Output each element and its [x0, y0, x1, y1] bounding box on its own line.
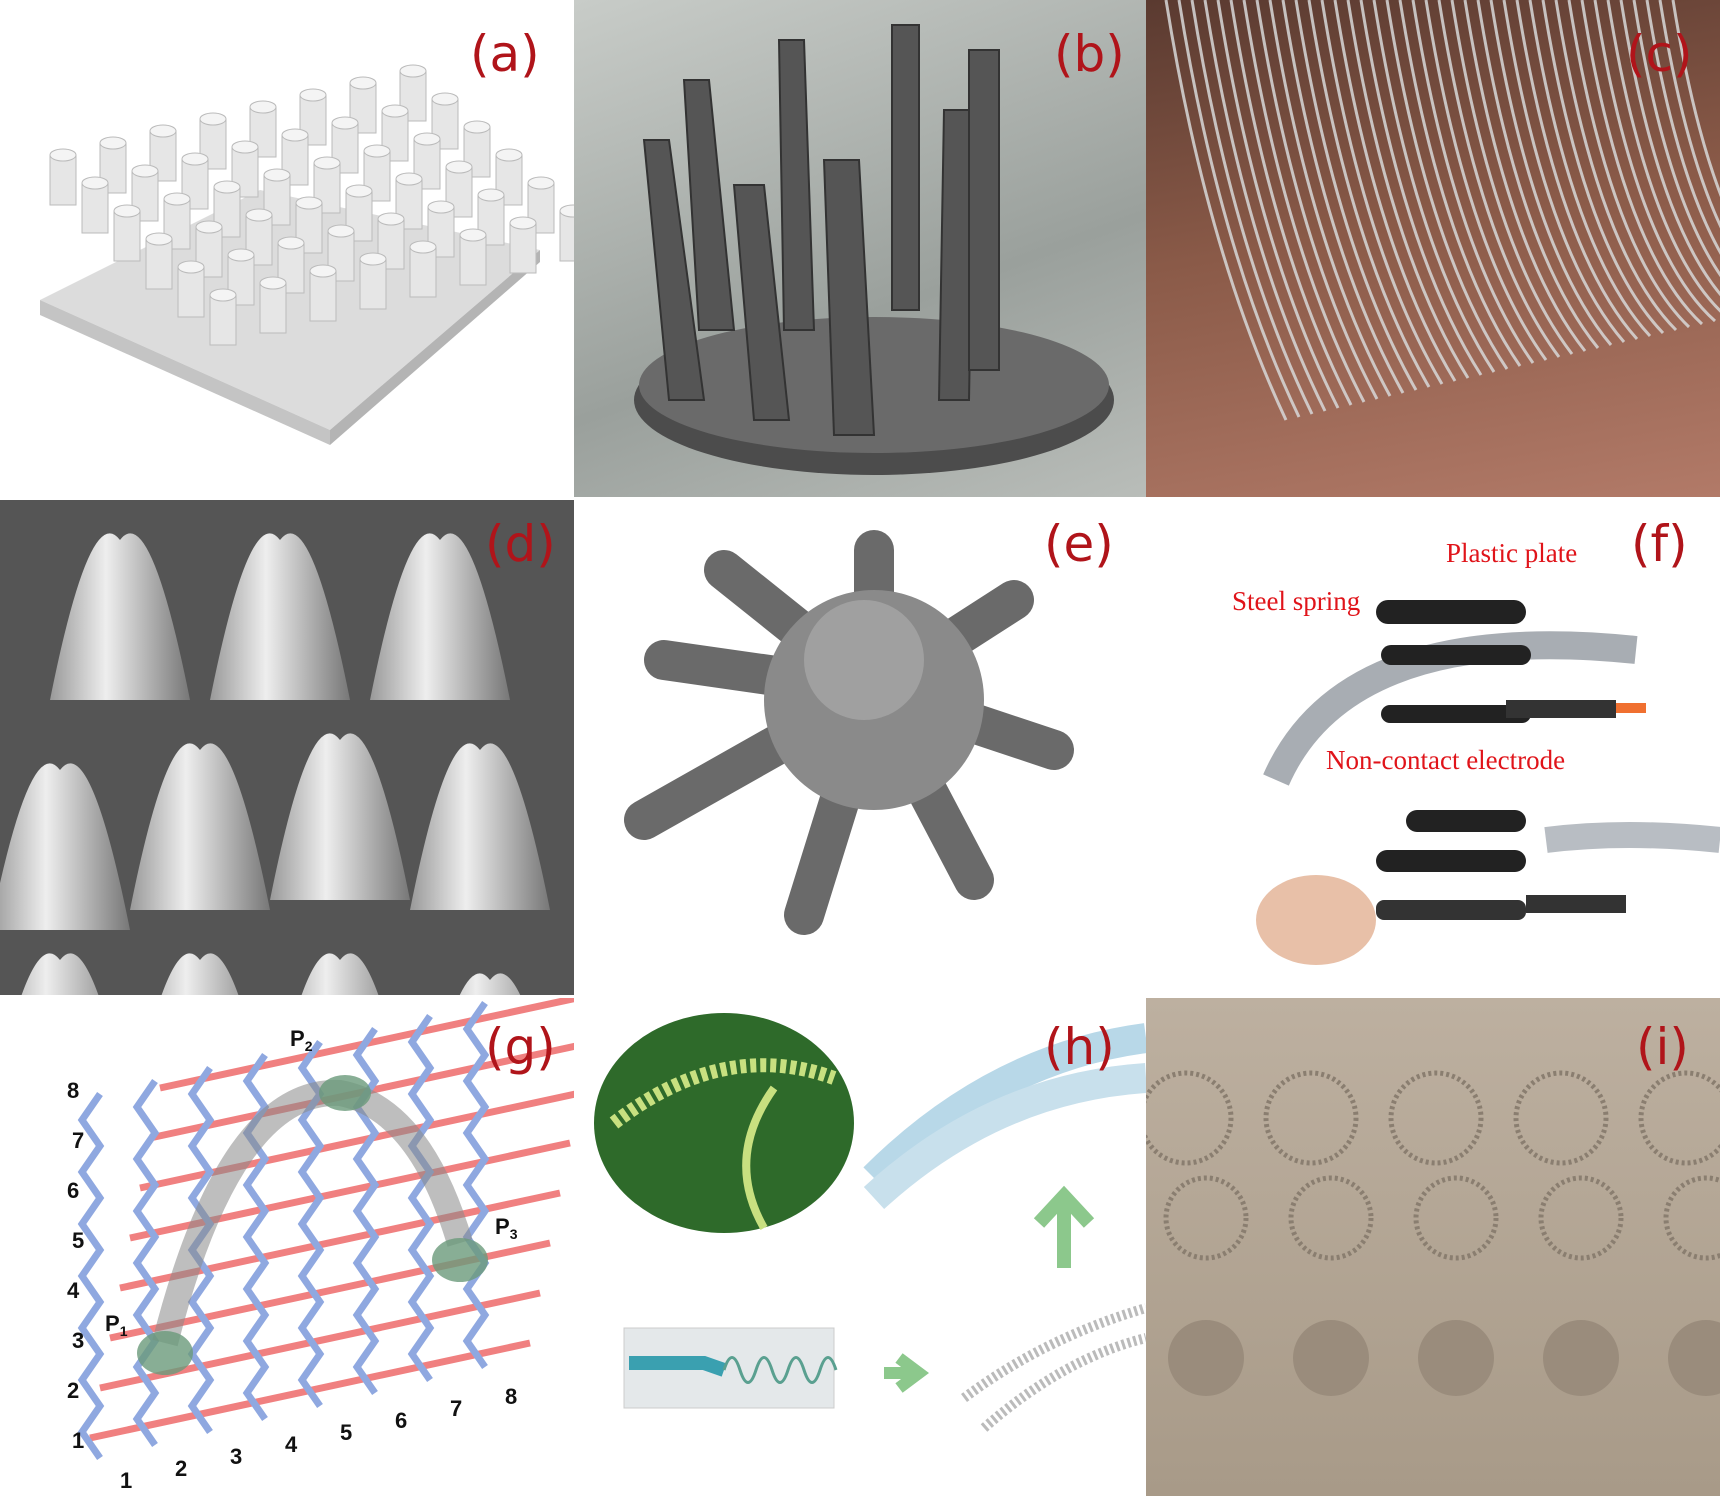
row-number: 7: [72, 1128, 84, 1153]
row-number: 6: [67, 1178, 79, 1203]
panel-h: (h): [574, 998, 1146, 1496]
row-number: 5: [72, 1228, 84, 1253]
point-p3: P3: [495, 1214, 518, 1242]
panel-label-c: (c): [1626, 25, 1693, 83]
sem-microneedles: [0, 533, 550, 995]
column-number: 3: [230, 1444, 242, 1469]
row-number: 2: [67, 1378, 79, 1403]
row-number: 8: [67, 1078, 79, 1103]
column-number: 1: [120, 1468, 132, 1493]
helical-fiber-diagram: [594, 1013, 1146, 1432]
printed-circuit-fabric: [1146, 1070, 1720, 1396]
panel-label-h: (h): [1044, 1018, 1115, 1076]
panel-label-b: (b): [1054, 25, 1125, 83]
annotation-steel-spring: Steel spring: [1232, 586, 1361, 616]
panel-label-g: (g): [485, 1018, 556, 1076]
panel-label-f: (f): [1631, 515, 1688, 573]
panel-label-d: (d): [485, 515, 556, 573]
column-number: 8: [505, 1384, 517, 1409]
panel-b: (b): [574, 0, 1146, 497]
annotation-non-contact-electrode: Non-contact electrode: [1326, 745, 1566, 775]
point-p2: P2: [290, 1026, 313, 1054]
panel-i: (i): [1146, 998, 1720, 1496]
panel-c: (c): [1146, 0, 1720, 497]
panel-e: (e): [574, 500, 1146, 995]
column-number: 4: [285, 1432, 298, 1457]
column-number: 2: [175, 1456, 187, 1481]
column-number: 5: [340, 1420, 352, 1445]
star-structure: [624, 530, 1074, 935]
row-number: 1: [72, 1428, 84, 1453]
pillar-array-render: [40, 64, 574, 445]
panel-g: P1 P2 P3 1 2 3 4 5 6 7 8 1 2 3 4 5 6 7 8 (g): [0, 998, 574, 1496]
panel-f: Plastic plate Steel spring Non-contact e…: [1146, 500, 1720, 995]
column-number: 7: [450, 1396, 462, 1421]
grid-lattice-diagram: P1 P2 P3 1 2 3 4 5 6 7 8 1 2 3 4 5 6 7 8: [67, 998, 574, 1493]
electrode-device-photos: [1256, 600, 1720, 965]
point-p1: P1: [105, 1311, 128, 1339]
panel-label-e: (e): [1044, 515, 1114, 573]
column-number: 6: [395, 1408, 407, 1433]
panel-d: (d): [0, 500, 574, 995]
annotation-plastic-plate: Plastic plate: [1446, 538, 1578, 568]
panel-label-a: (a): [470, 25, 540, 83]
row-number: 4: [67, 1278, 80, 1303]
panel-label-i: (i): [1636, 1018, 1689, 1076]
fiber-bundle-photo: [1164, 0, 1720, 421]
row-number: 3: [72, 1328, 84, 1353]
printed-spike-photo: [634, 24, 1114, 475]
panel-a: (a): [0, 0, 574, 497]
